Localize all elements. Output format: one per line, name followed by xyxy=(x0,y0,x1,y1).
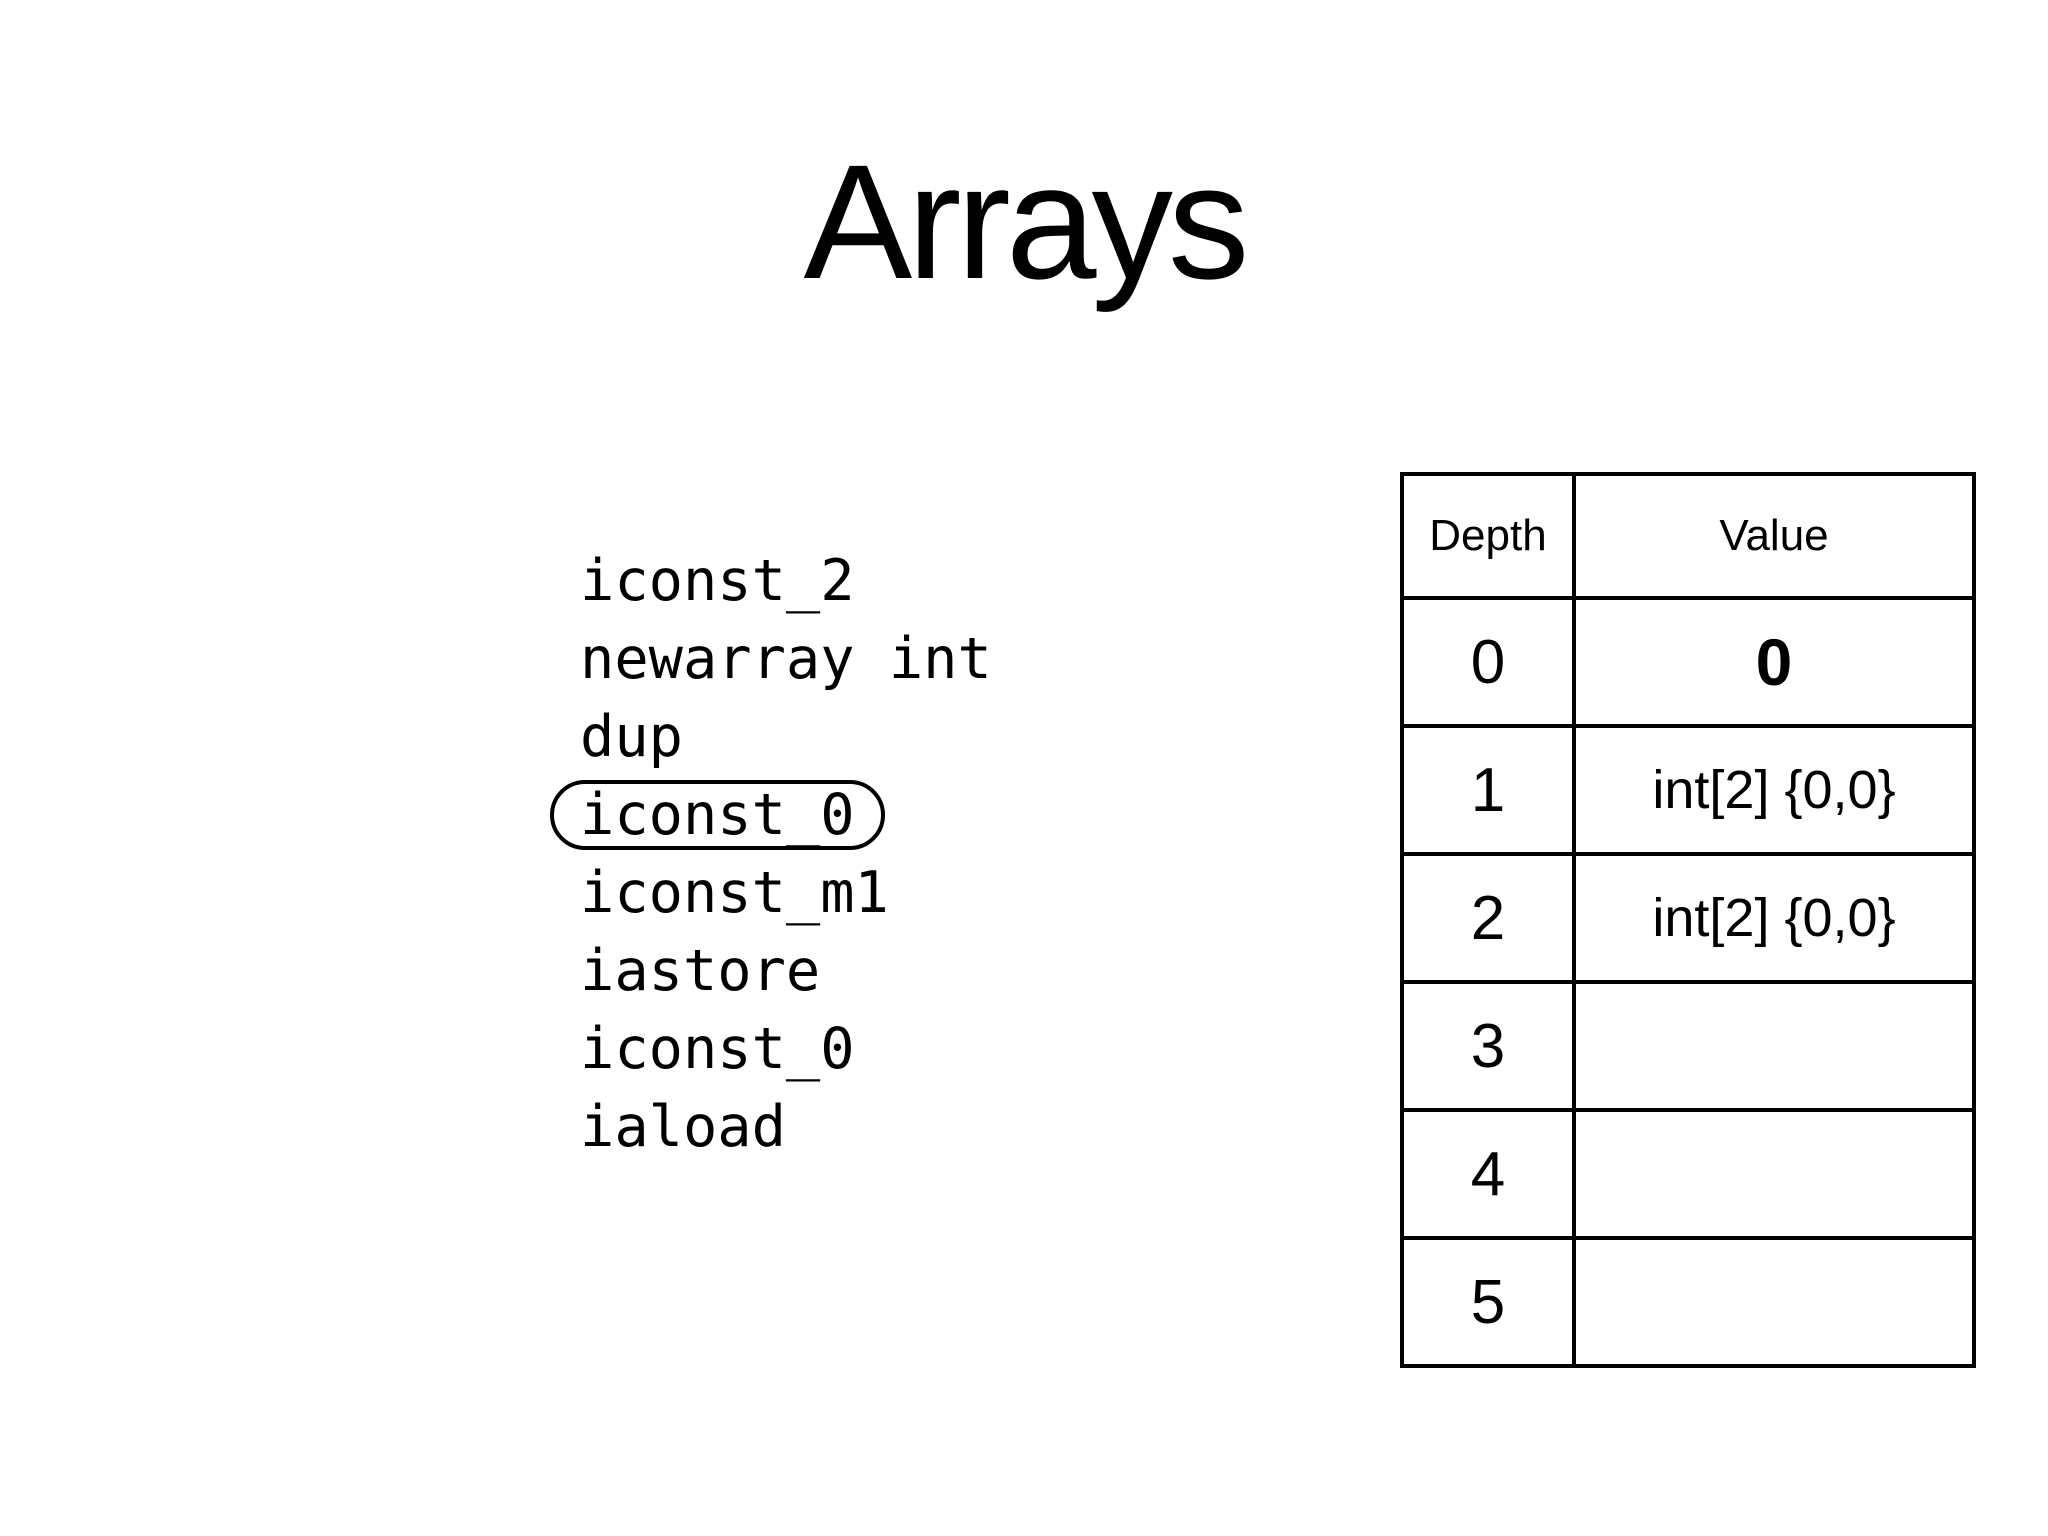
value-cell: 0 xyxy=(1572,596,1976,728)
table-row: 1 int[2] {0,0} xyxy=(1400,724,1976,856)
table-row: 2 int[2] {0,0} xyxy=(1400,852,1976,984)
value-cell xyxy=(1572,1236,1976,1368)
value-cell: int[2] {0,0} xyxy=(1572,724,1976,856)
depth-cell: 5 xyxy=(1400,1236,1576,1368)
code-line: iconst_m1 xyxy=(580,854,992,932)
bytecode-listing: iconst_2 newarray int dup iconst_0 icons… xyxy=(550,542,992,1166)
stack-table: Depth Value 0 0 1 int[2] {0,0} 2 int[2] … xyxy=(1400,472,1976,1368)
instruction-iastore: iastore xyxy=(580,938,821,1004)
table-row: 3 xyxy=(1400,980,1976,1112)
depth-cell: 2 xyxy=(1400,852,1576,984)
instruction-iconst-0: iconst_0 xyxy=(580,1016,855,1082)
depth-cell: 3 xyxy=(1400,980,1576,1112)
table-row: 5 xyxy=(1400,1236,1976,1368)
table-header-row: Depth Value xyxy=(1400,472,1976,600)
code-line: dup xyxy=(580,698,992,776)
instruction-iconst-m1: iconst_m1 xyxy=(580,860,889,926)
instruction-iaload: iaload xyxy=(580,1094,786,1160)
column-header-depth: Depth xyxy=(1400,472,1576,600)
table-row: 4 xyxy=(1400,1108,1976,1240)
code-line: iconst_2 xyxy=(580,542,992,620)
instruction-iconst-2: iconst_2 xyxy=(580,548,855,614)
code-line: newarray int xyxy=(580,620,992,698)
depth-cell: 4 xyxy=(1400,1108,1576,1240)
table-row: 0 0 xyxy=(1400,596,1976,728)
value-cell: int[2] {0,0} xyxy=(1572,852,1976,984)
code-line: iconst_0 xyxy=(550,776,992,854)
value-cell xyxy=(1572,1108,1976,1240)
page-title: Arrays xyxy=(803,130,1250,313)
value-cell xyxy=(1572,980,1976,1112)
instruction-newarray-int: newarray int xyxy=(580,626,992,692)
code-line: iaload xyxy=(580,1088,992,1166)
code-line: iconst_0 xyxy=(580,1010,992,1088)
column-header-value: Value xyxy=(1572,472,1976,600)
depth-cell: 1 xyxy=(1400,724,1576,856)
depth-cell: 0 xyxy=(1400,596,1576,728)
instruction-dup: dup xyxy=(580,704,683,770)
highlighted-instruction-oval: iconst_0 xyxy=(550,780,885,850)
code-line: iastore xyxy=(580,932,992,1010)
